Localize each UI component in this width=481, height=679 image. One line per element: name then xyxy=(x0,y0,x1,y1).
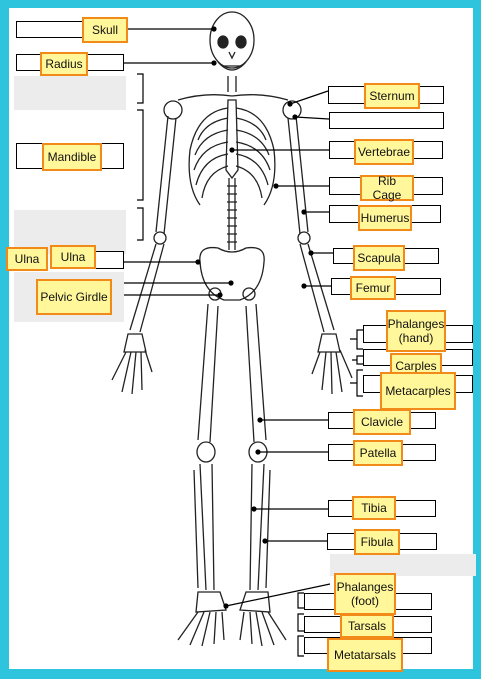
label-pelvic-girdle[interactable]: Pelvic Girdle xyxy=(36,279,112,315)
tarsals-right xyxy=(239,591,271,613)
skull-shape xyxy=(209,11,255,69)
tibia-right xyxy=(249,463,265,591)
label-femur[interactable]: Femur xyxy=(350,276,396,300)
label-tibia[interactable]: Tibia xyxy=(352,496,396,520)
label-phalanges-foot[interactable]: Phalanges (foot) xyxy=(334,573,396,615)
rib-left-outer xyxy=(188,107,229,206)
label-tarsals[interactable]: Tarsals xyxy=(340,614,394,638)
humerus-right xyxy=(287,115,309,235)
label-clavicle[interactable]: Clavicle xyxy=(353,409,411,435)
label-skull[interactable]: Skull xyxy=(82,17,128,43)
femur-right xyxy=(245,303,267,443)
label-fibula[interactable]: Fibula xyxy=(354,529,400,555)
label-vertebrae[interactable]: Vertebrae xyxy=(354,139,414,165)
mandible-shape xyxy=(217,61,247,71)
carpals-right xyxy=(317,333,341,353)
label-patella[interactable]: Patella xyxy=(353,440,403,466)
label-mandible[interactable]: Mandible xyxy=(42,143,102,171)
rib-right-outer xyxy=(235,107,276,206)
label-sternum[interactable]: Sternum xyxy=(364,83,420,109)
hidden-area xyxy=(14,76,126,110)
label-humerus[interactable]: Humerus xyxy=(358,205,412,231)
label-ulna-a[interactable]: Ulna xyxy=(6,247,48,271)
carpals-left xyxy=(123,333,147,353)
patella-left xyxy=(196,441,216,463)
clavicle-right xyxy=(231,94,289,101)
label-radius[interactable]: Radius xyxy=(40,52,88,76)
hidden-area xyxy=(330,554,476,576)
label-scapula[interactable]: Scapula xyxy=(353,245,405,271)
humerus-left xyxy=(155,115,177,235)
label-phalanges-hand[interactable]: Phalanges (hand) xyxy=(386,310,446,352)
forearm-right xyxy=(299,243,335,333)
forearm-left xyxy=(129,243,165,333)
label-metatarsals[interactable]: Metatarsals xyxy=(327,638,403,672)
label-metacarples[interactable]: Metacarples xyxy=(380,372,456,410)
tarsals-left xyxy=(195,591,227,613)
femur-left xyxy=(197,303,219,443)
label-rib-cage[interactable]: Rib Cage xyxy=(360,174,414,202)
spine xyxy=(228,178,236,250)
tibia-left xyxy=(199,463,215,591)
pelvis-shape xyxy=(199,246,265,301)
clavicle-left xyxy=(177,94,233,101)
label-ulna-b[interactable]: Ulna xyxy=(50,245,96,269)
answer-box-blank[interactable] xyxy=(329,112,444,129)
sternum-shape xyxy=(225,99,239,180)
